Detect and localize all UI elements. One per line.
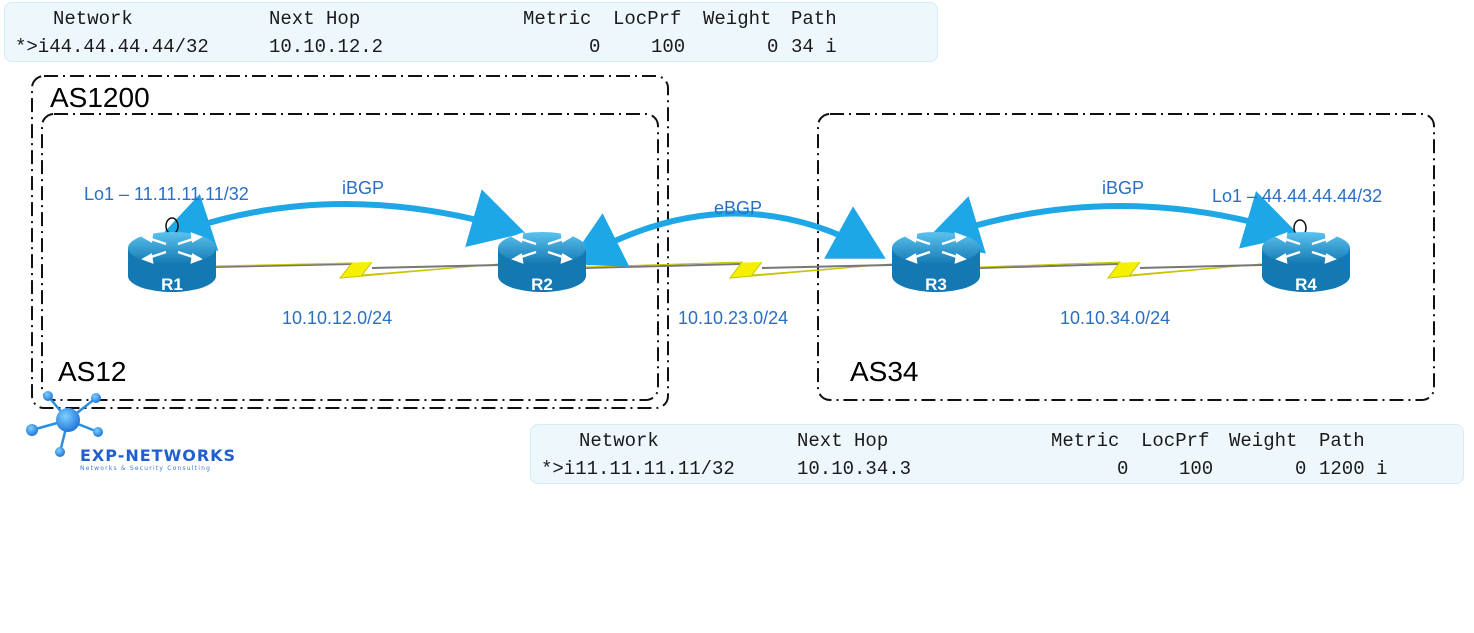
loopback-r4-label: Lo1 – 44.44.44.44/32 (1212, 186, 1383, 206)
cell-metric: 0 (589, 36, 601, 58)
router-r3-icon[interactable]: R3 (892, 232, 980, 294)
router-r4-label: R4 (1295, 275, 1317, 294)
session-label-r1-r2: iBGP (342, 178, 385, 198)
serial-link-r3-r4 (979, 261, 1263, 279)
as34-label: AS34 (850, 356, 919, 387)
loopback-r1-label: Lo1 – 11.11.11.11/32 (84, 184, 249, 204)
header-weight: Weight (703, 8, 772, 30)
header-locprf: LocPrf (613, 8, 682, 30)
bgp-table-row: *>i11.11.11.11/32 10.10.34.3 0 100 0 120… (531, 457, 1463, 481)
bgp-table-row: *>i44.44.44.44/32 10.10.12.2 0 100 0 34 … (5, 35, 937, 59)
router-r2-icon[interactable]: R2 (498, 232, 586, 294)
logo-name: EXP-NETWORKS (80, 446, 237, 465)
as1200-label: AS1200 (50, 82, 150, 113)
session-label-r2-r3: eBGP (714, 198, 763, 218)
cell-network: *>i11.11.11.11/32 (541, 458, 735, 480)
header-weight: Weight (1229, 430, 1298, 452)
subnet-label-r3-r4: 10.10.34.0/24 (1060, 308, 1171, 328)
cell-metric: 0 (1117, 458, 1129, 480)
header-path: Path (1319, 430, 1365, 452)
loopback-r1-icon (165, 217, 179, 235)
header-next-hop: Next Hop (269, 8, 361, 30)
bgp-table-header: Network Next Hop Metric LocPrf Weight Pa… (5, 7, 937, 31)
as12-label: AS12 (58, 356, 127, 387)
cell-network: *>i44.44.44.44/32 (15, 36, 209, 58)
serial-link-r2-r3 (583, 261, 893, 279)
cell-locprf: 100 (651, 36, 686, 58)
router-r1-label: R1 (161, 275, 183, 294)
cell-path: 1200 i (1319, 458, 1388, 480)
bgp-table-top: Network Next Hop Metric LocPrf Weight Pa… (4, 2, 938, 62)
header-network: Network (579, 430, 659, 452)
cell-locprf: 100 (1179, 458, 1214, 480)
session-label-r3-r4: iBGP (1102, 178, 1145, 198)
header-metric: Metric (1051, 430, 1120, 452)
subnet-label-r1-r2: 10.10.12.0/24 (282, 308, 393, 328)
router-r1-icon[interactable]: R1 (128, 232, 216, 294)
as34-boundary (817, 113, 1435, 401)
ibgp-session-r3-r4 (925, 191, 1300, 254)
router-r2-label: R2 (531, 275, 553, 294)
cell-next-hop: 10.10.12.2 (269, 36, 384, 58)
logo-tagline: Networks & Security Consulting (80, 465, 212, 472)
cell-next-hop: 10.10.34.3 (797, 458, 912, 480)
cell-path: 34 i (791, 36, 837, 58)
router-r3-label: R3 (925, 275, 947, 294)
cell-weight: 0 (767, 36, 779, 58)
bgp-table-header: Network Next Hop Metric LocPrf Weight Pa… (531, 429, 1463, 453)
header-network: Network (53, 8, 133, 30)
ebgp-session-r2-r3 (567, 206, 886, 267)
serial-link-r1-r2 (213, 261, 501, 279)
cell-weight: 0 (1295, 458, 1307, 480)
ibgp-session-r1-r2 (157, 189, 526, 251)
bgp-table-bottom: Network Next Hop Metric LocPrf Weight Pa… (530, 424, 1464, 484)
subnet-label-r2-r3: 10.10.23.0/24 (678, 308, 789, 328)
header-locprf: LocPrf (1141, 430, 1210, 452)
router-r4-icon[interactable]: R4 (1262, 232, 1350, 294)
topology-diagram: R1 R2 R3 R4 (26, 75, 1435, 457)
header-path: Path (791, 8, 837, 30)
header-metric: Metric (523, 8, 592, 30)
header-next-hop: Next Hop (797, 430, 889, 452)
exp-networks-logo-icon (26, 391, 103, 457)
